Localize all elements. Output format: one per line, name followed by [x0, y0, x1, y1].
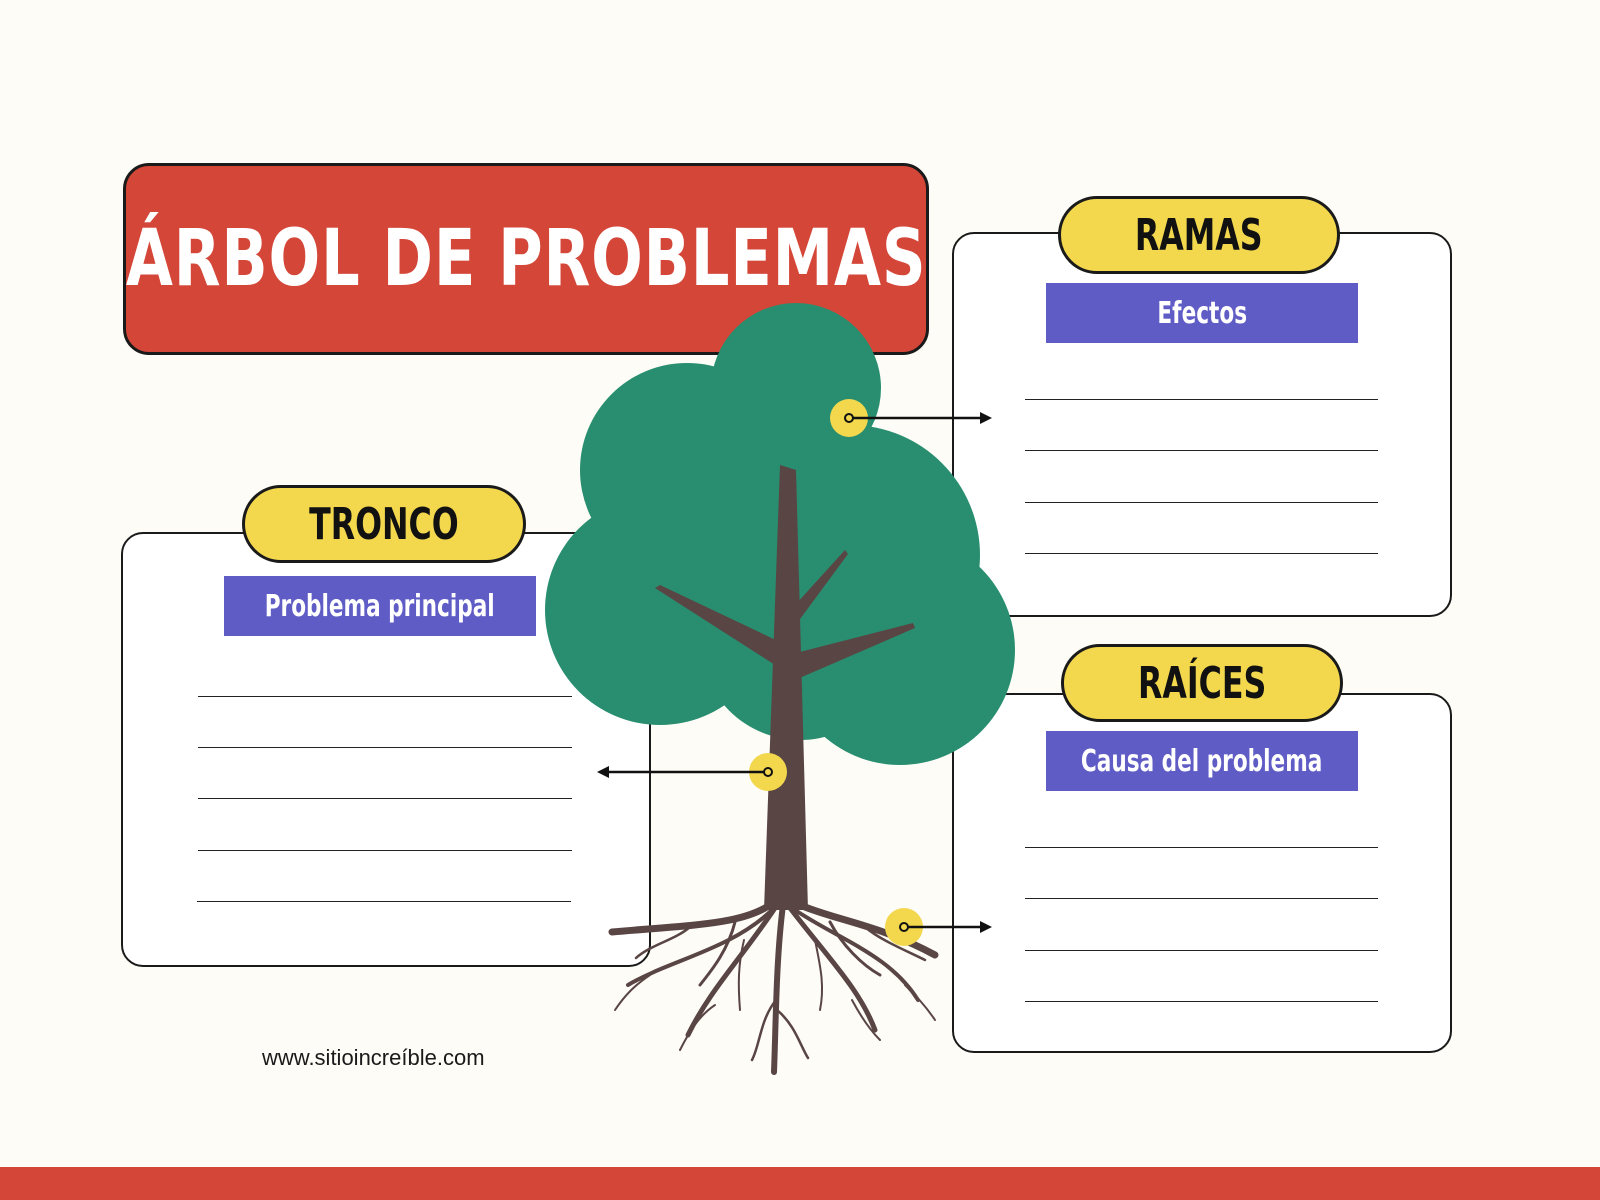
ramas-label-pill: RAMAS	[1058, 196, 1340, 274]
ramas-write-line	[1025, 450, 1378, 451]
bottom-bar	[0, 1167, 1600, 1200]
ramas-write-line	[1025, 399, 1378, 400]
raices-write-line	[1025, 847, 1378, 848]
tree-trunk	[655, 465, 915, 910]
ramas-write-line	[1025, 502, 1378, 503]
raices-write-line	[1025, 898, 1378, 899]
ramas-write-line	[1025, 553, 1378, 554]
tronco-label-pill: TRONCO	[242, 485, 526, 563]
tronco-subtitle-bar: Problema principal	[224, 576, 536, 636]
tronco-write-line	[198, 696, 572, 697]
tronco-subtitle: Problema principal	[265, 588, 495, 624]
tronco-label: TRONCO	[309, 498, 459, 550]
tronco-write-line	[198, 798, 572, 799]
tronco-write-line	[198, 747, 572, 748]
raices-label: RAÍCES	[1137, 657, 1267, 709]
raices-subtitle: Causa del problema	[1081, 743, 1323, 779]
tree-roots	[608, 901, 939, 1075]
connector-tronco	[597, 753, 787, 791]
tronco-write-line	[198, 850, 572, 851]
tronco-write-line	[197, 901, 571, 902]
raices-write-line	[1025, 1001, 1378, 1002]
raices-write-line	[1025, 950, 1378, 951]
ramas-subtitle-bar: Efectos	[1046, 283, 1358, 343]
raices-label-pill: RAÍCES	[1061, 644, 1343, 722]
raices-subtitle-bar: Causa del problema	[1046, 731, 1358, 791]
title-banner: ÁRBOL DE PROBLEMAS	[123, 163, 929, 355]
connector-raices	[885, 908, 992, 946]
footer-url: www.sitioincreíble.com	[262, 1045, 485, 1070]
ramas-subtitle: Efectos	[1157, 295, 1247, 331]
connector-ramas	[830, 399, 992, 437]
page-title: ÁRBOL DE PROBLEMAS	[125, 214, 927, 304]
ramas-label: RAMAS	[1135, 209, 1263, 261]
